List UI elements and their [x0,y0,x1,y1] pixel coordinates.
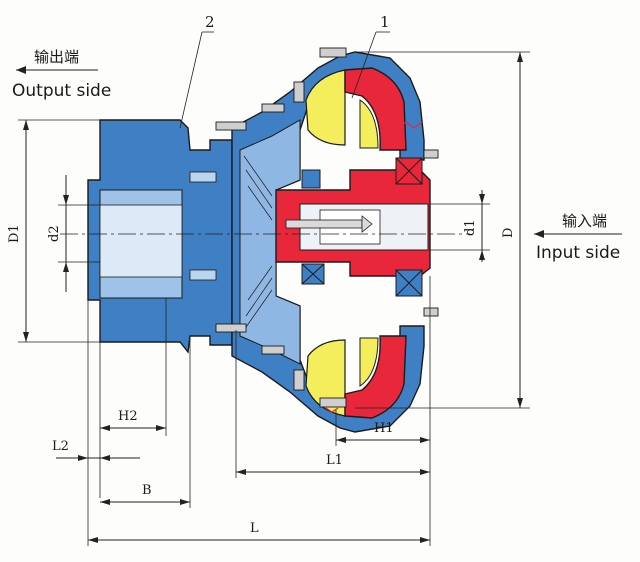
part-leaders [179,31,390,129]
coupling-housing [231,51,425,433]
output-side-indicator: 输出端 Output side [12,48,111,101]
dim-H1: H1 [374,421,394,436]
dim-L1: L1 [326,453,343,468]
dimension-lines [18,51,530,546]
bolts [215,47,439,408]
impeller-shaft [275,67,431,419]
input-side-en: Input side [536,243,620,263]
dim-d1: d1 [463,219,478,236]
output-side-cn: 输出端 [34,48,79,66]
dim-B: B [142,483,152,498]
seal-marks [325,121,423,413]
input-side-cn: 输入端 [562,212,607,230]
part-1-label: 1 [380,13,390,31]
bearings [301,157,423,297]
output-flange [87,119,233,354]
dim-H2: H2 [118,409,138,424]
dim-d2: d2 [47,225,62,242]
dim-L2: L2 [52,439,69,454]
dim-D: D [501,228,516,238]
input-side-indicator: 输入端 Input side [534,212,622,263]
output-side-en: Output side [12,81,111,101]
fluid-chamber [305,69,346,417]
dim-L: L [250,521,259,536]
dim-D1: D1 [7,224,22,243]
part-2-label: 2 [205,13,215,31]
